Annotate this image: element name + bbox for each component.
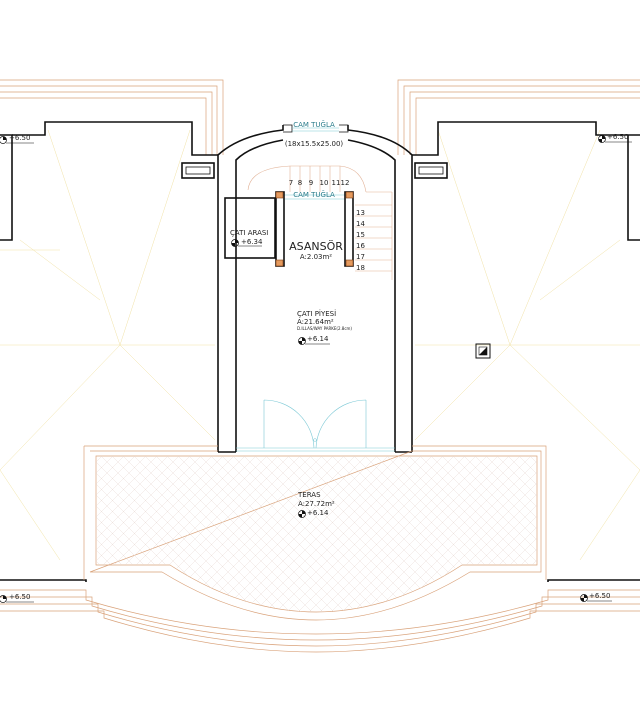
roof-hall-note: D.ILLAS/WAY PARKE(2.8cm) <box>297 326 352 331</box>
level-marker-right-bottom <box>580 594 612 602</box>
roof-ridge-lines <box>0 129 640 561</box>
elevator-name: ASANSÖR <box>289 240 343 253</box>
roof-hall-name: ÇATI PİYESİ <box>297 309 336 318</box>
elevator-shaft <box>275 191 354 267</box>
terrace-name: TERAS <box>297 491 321 499</box>
stair-number-18: 18 <box>356 264 365 272</box>
roof-hall-level: +6.14 <box>307 335 329 343</box>
stair-number-9: 9 <box>309 179 313 187</box>
side-window-right <box>414 162 448 179</box>
stair-number-16: 16 <box>356 242 365 250</box>
stair-number-13: 13 <box>356 209 365 217</box>
stair-number-15: 15 <box>356 231 365 239</box>
stair-number-14: 14 <box>356 220 365 228</box>
glass-brick-top <box>292 127 339 132</box>
glass-brick-inner-label: CAM TUĞLA <box>293 190 335 199</box>
stair-number-11: 11 <box>332 179 341 187</box>
terrace-area: A:27.72m² <box>298 500 335 508</box>
attic-level-marker <box>231 239 262 247</box>
level-left-top: +6.50 <box>9 134 30 142</box>
level-marker-left-bottom <box>0 595 34 603</box>
stair-number-17: 17 <box>356 253 365 261</box>
level-marker-right-top <box>598 135 632 143</box>
right-roof-outline <box>397 79 640 155</box>
glass-brick-top-label: CAM TUĞLA <box>293 120 335 129</box>
stair-number-7: 7 <box>289 179 293 187</box>
attic-room <box>224 197 276 259</box>
stair-number-8: 8 <box>298 179 302 187</box>
elevator-area: A:2.03m² <box>300 253 332 261</box>
side-window-left <box>181 162 215 179</box>
terrace-double-door[interactable] <box>236 399 395 452</box>
central-tower-walls <box>217 124 413 453</box>
level-left-bottom: +6.50 <box>9 593 30 601</box>
left-roof-outline <box>0 79 224 155</box>
roof-hall-level-marker <box>298 337 330 345</box>
level-right-bottom: +6.50 <box>589 592 610 600</box>
attic-room-level: +6.34 <box>241 238 263 246</box>
staircase <box>247 165 393 280</box>
bottom-roof-outline <box>0 589 640 653</box>
level-right-top: +6.50 <box>607 133 628 141</box>
terrace-level-marker <box>298 510 306 518</box>
terrace-outline <box>83 445 547 621</box>
terrace-tile-hatch <box>96 456 537 612</box>
terrace-level: +6.14 <box>307 509 329 517</box>
exterior-walls <box>0 121 640 582</box>
roof-window-icon <box>475 343 491 359</box>
roof-hall-area: A:21.64m² <box>297 318 334 326</box>
level-marker-left-top <box>0 136 34 144</box>
glass-brick-dimension: (18x15.5x25.00) <box>285 140 344 148</box>
stair-number-12: 12 <box>341 179 350 187</box>
glass-brick-inner <box>283 194 346 200</box>
attic-room-name: ÇATI ARASI <box>230 229 268 237</box>
stair-number-10: 10 <box>320 179 329 187</box>
